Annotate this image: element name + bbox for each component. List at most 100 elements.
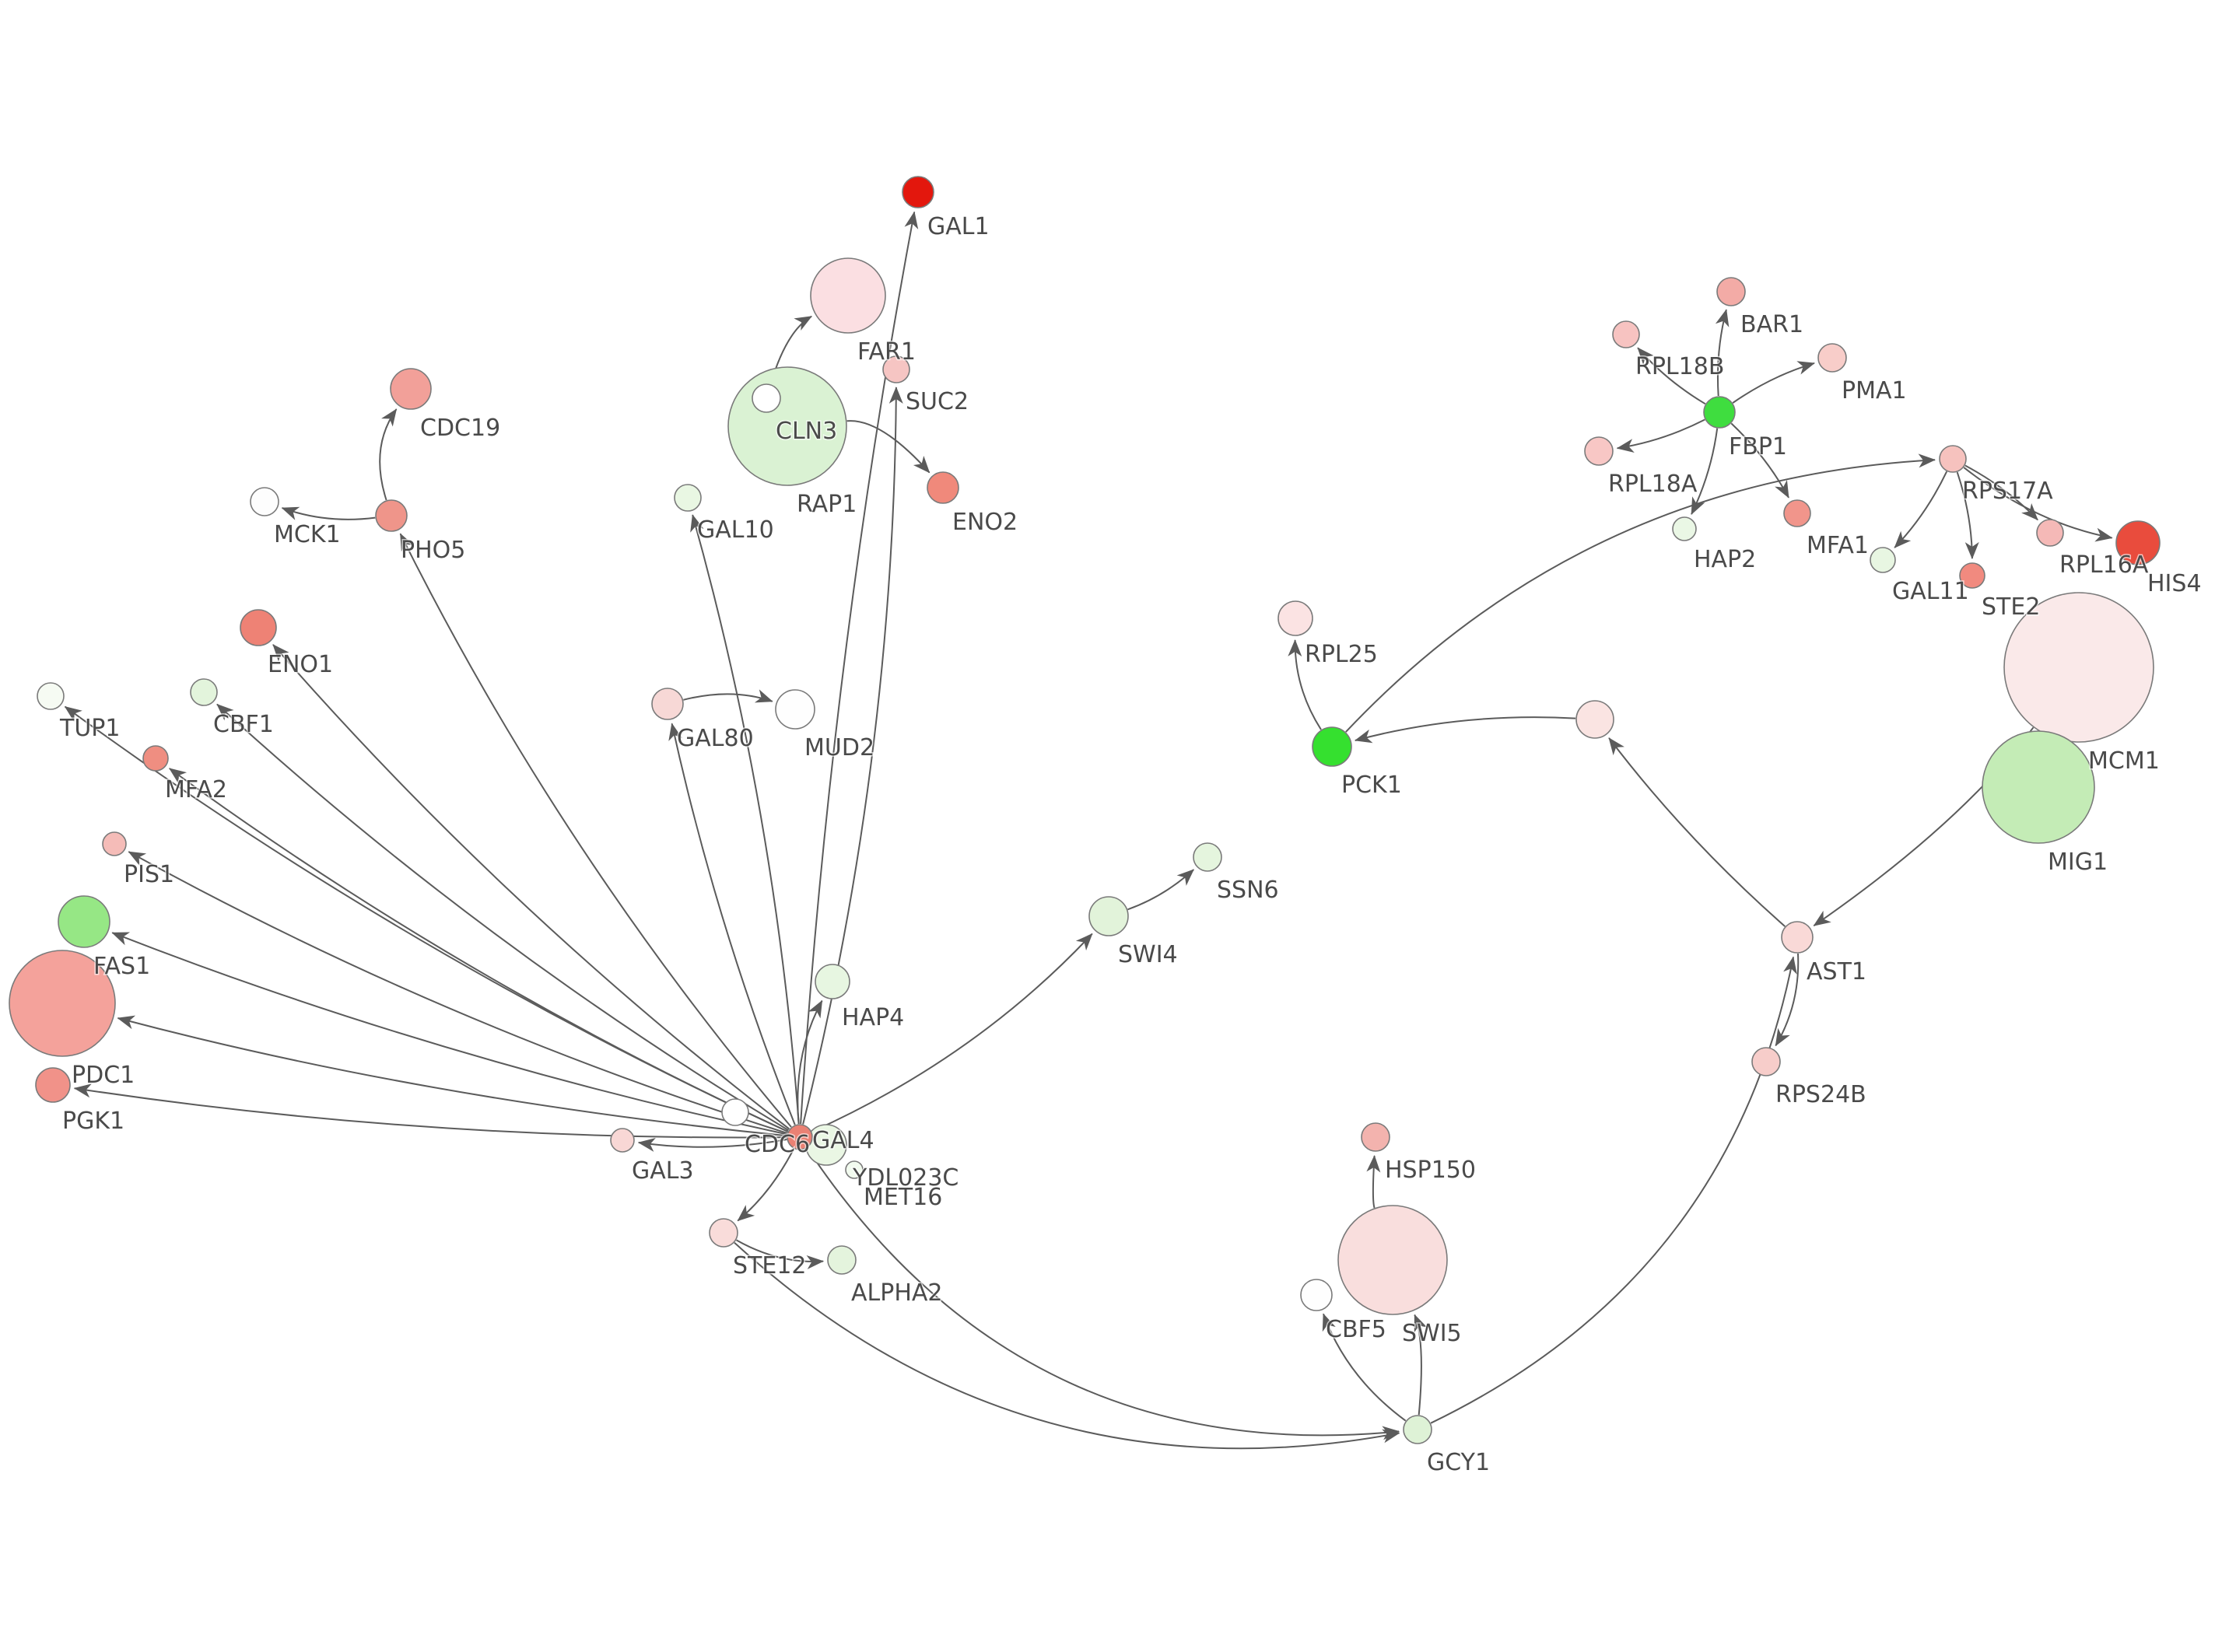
- edge-gal4-eno1[interactable]: [272, 644, 790, 1130]
- edge-swi5-hsp150[interactable]: [1366, 1155, 1381, 1209]
- edge-pck1-rps17a[interactable]: [1345, 453, 1936, 733]
- node-mig1[interactable]: [1982, 730, 2095, 844]
- edge-gal4-gcy1[interactable]: [806, 1147, 1400, 1440]
- node-rps17a[interactable]: [1939, 445, 1967, 473]
- node-cdc6[interactable]: [721, 1098, 749, 1126]
- edge-rps17a-gal11[interactable]: [1894, 471, 1948, 548]
- edge-rps17a-ste2[interactable]: [1956, 471, 1979, 559]
- node-pis1[interactable]: [102, 831, 127, 856]
- edge-pho5-cdc19[interactable]: [379, 408, 398, 501]
- edge-gcy1-swi5[interactable]: [1414, 1314, 1428, 1416]
- node-far1[interactable]: [810, 257, 886, 334]
- node-met16[interactable]: [845, 1160, 864, 1179]
- edge-pho5-mck1[interactable]: [281, 506, 376, 520]
- edge-gal4-gal1[interactable]: [800, 211, 919, 1125]
- edge-swi4-ssn6[interactable]: [1127, 869, 1194, 911]
- edge-gal4-tup1[interactable]: [64, 705, 789, 1132]
- node-eno1[interactable]: [240, 609, 277, 646]
- node-rpl25[interactable]: [1277, 600, 1313, 636]
- node-his4[interactable]: [2115, 520, 2161, 565]
- node-swi4[interactable]: [1088, 896, 1129, 936]
- node-ste2[interactable]: [1959, 562, 1985, 589]
- node-gal3[interactable]: [610, 1128, 635, 1153]
- node-gcy1[interactable]: [1403, 1415, 1432, 1444]
- edge-gal4-pho5[interactable]: [399, 533, 792, 1128]
- node-rpl18a[interactable]: [1584, 436, 1614, 466]
- node-fas1[interactable]: [58, 895, 110, 948]
- node-gal1[interactable]: [902, 176, 934, 208]
- edge-gal4-hap4[interactable]: [797, 999, 823, 1125]
- node-label-gal80: GAL80: [677, 725, 754, 752]
- node-mcm1[interactable]: [2003, 592, 2154, 743]
- node-fbp1[interactable]: [1703, 396, 1736, 429]
- node-eno2[interactable]: [927, 471, 959, 504]
- edge-gal4-cbf1[interactable]: [216, 703, 789, 1132]
- edge-fbp1-rpl18a[interactable]: [1616, 418, 1705, 453]
- edge-ste12-gcy1[interactable]: [734, 1242, 1400, 1450]
- node-pma1[interactable]: [1817, 343, 1847, 373]
- node-rpl18b[interactable]: [1612, 320, 1640, 348]
- node-mfa2[interactable]: [142, 745, 169, 772]
- node-hsp150[interactable]: [1361, 1122, 1390, 1152]
- edge-ste12-alpha2[interactable]: [736, 1239, 825, 1269]
- node-cdc19[interactable]: [390, 368, 432, 410]
- edge-fbp1-hap2[interactable]: [1691, 428, 1719, 516]
- edge-gal80-mud2[interactable]: [683, 689, 773, 703]
- node-ssn6[interactable]: [1193, 842, 1222, 872]
- edge-rps17a-his4[interactable]: [1963, 467, 2113, 542]
- node-tup1[interactable]: [37, 682, 65, 710]
- edge-gcy1-cbf5[interactable]: [1322, 1313, 1407, 1422]
- edge-gal4-swi4[interactable]: [811, 933, 1093, 1132]
- node-label-pis1: PIS1: [124, 861, 174, 888]
- node-suc2[interactable]: [882, 355, 910, 383]
- node-label-pgk1: PGK1: [62, 1108, 124, 1135]
- edge-gal4-gal3[interactable]: [637, 1138, 787, 1152]
- edge-gal4-fas1[interactable]: [111, 932, 787, 1136]
- edge-ast1-rps24b[interactable]: [1775, 953, 1800, 1047]
- node-gal11[interactable]: [1870, 547, 1896, 573]
- node-pho5[interactable]: [375, 499, 408, 532]
- node-rpl16a[interactable]: [2036, 519, 2064, 547]
- node-bar1[interactable]: [1716, 277, 1746, 306]
- node-gal10[interactable]: [674, 484, 702, 512]
- node-unlabeled[interactable]: [1575, 700, 1614, 739]
- node-label-rpl16a: RPL16A: [2059, 551, 2149, 579]
- edge-fbp1-bar1[interactable]: [1715, 309, 1730, 397]
- edge-rps17a-rpl16a[interactable]: [1964, 464, 2038, 521]
- edge-fbp1-mfa1[interactable]: [1730, 422, 1789, 499]
- edge-gal4-pis1[interactable]: [128, 851, 788, 1134]
- node-label-cbf5: CBF5: [1326, 1316, 1386, 1343]
- node-gal80[interactable]: [651, 688, 684, 720]
- edge-fbp1-rpl18b[interactable]: [1637, 347, 1706, 405]
- node-cbf5[interactable]: [1300, 1279, 1333, 1311]
- node-cbf1[interactable]: [190, 678, 218, 706]
- node-hap4[interactable]: [815, 964, 850, 999]
- node-rps24b[interactable]: [1751, 1047, 1781, 1076]
- edge-gal4-suc2[interactable]: [802, 387, 903, 1125]
- edge-ast1-node_x[interactable]: [1608, 737, 1786, 927]
- edge-rap1-eno2[interactable]: [846, 420, 931, 474]
- node-mck1[interactable]: [250, 487, 279, 516]
- edge-node_x-pck1[interactable]: [1354, 716, 1576, 744]
- node-cln3[interactable]: [752, 383, 781, 413]
- node-pgk1[interactable]: [35, 1067, 71, 1103]
- node-pck1[interactable]: [1312, 726, 1352, 767]
- edge-fbp1-pma1[interactable]: [1732, 361, 1815, 404]
- edge-gal4-gal80[interactable]: [668, 723, 796, 1125]
- node-hap2[interactable]: [1672, 516, 1697, 541]
- node-mfa1[interactable]: [1783, 499, 1811, 527]
- node-gal4[interactable]: [787, 1124, 813, 1150]
- edge-gal4-pgk1[interactable]: [73, 1083, 787, 1139]
- node-alpha2[interactable]: [827, 1245, 857, 1275]
- edge-gcy1-ast1[interactable]: [1430, 956, 1797, 1424]
- edge-gal4-ste12[interactable]: [737, 1148, 795, 1222]
- edge-gal4-pdc1[interactable]: [117, 1015, 787, 1137]
- node-mud2[interactable]: [775, 689, 815, 730]
- node-ste12[interactable]: [709, 1218, 738, 1248]
- edge-gal4-gal10[interactable]: [690, 514, 800, 1125]
- node-swi5[interactable]: [1337, 1205, 1448, 1315]
- node-pdc1[interactable]: [9, 950, 116, 1057]
- edge-pck1-rpl25[interactable]: [1288, 639, 1322, 730]
- node-ast1[interactable]: [1781, 921, 1814, 954]
